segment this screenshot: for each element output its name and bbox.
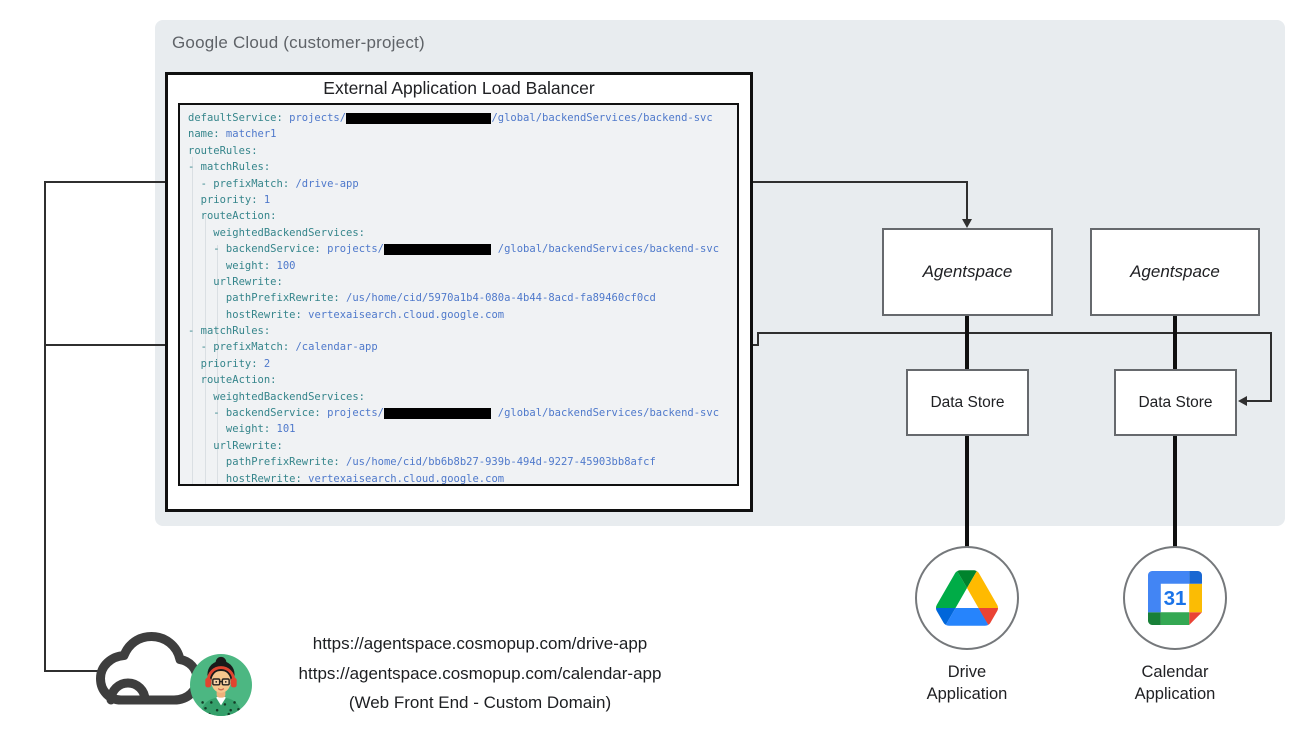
agentspace-right-label: Agentspace (1130, 262, 1220, 281)
load-balancer-title: External Application Load Balancer (323, 78, 595, 98)
indent-guide (217, 245, 219, 484)
connector-calendar-rule-horizontal-2 (757, 332, 1272, 334)
connector-client-to-drive-rule (44, 181, 182, 183)
cloud-icon (96, 632, 202, 705)
connector-calendar-rule-step (757, 332, 759, 346)
data-store-left-label: Data Store (930, 393, 1005, 411)
lb-yaml-config-code: defaultService: projects//global/backend… (178, 103, 739, 486)
calendar-app-circle: 31 (1123, 546, 1227, 650)
lb-yaml-code-lines: defaultService: projects//global/backend… (188, 112, 720, 485)
agentspace-left-label: Agentspace (922, 262, 1013, 281)
client-url-calendar: https://agentspace.cosmopup.com/calendar… (298, 663, 662, 683)
drive-app-label: Drive Application (926, 663, 1008, 703)
connector-client-vertical (44, 182, 46, 672)
indent-guide (204, 215, 206, 484)
calendar-day-number: 31 (1164, 587, 1187, 610)
google-cloud-label: Google Cloud (customer-project) (172, 33, 425, 52)
connector-calendar-rule-into-datastore (1247, 400, 1272, 402)
connector-datastore-left-drive-app (965, 436, 969, 547)
arrowhead-into-agentspace-left (961, 219, 972, 228)
user-avatar (190, 654, 252, 716)
connector-agentspace-right-datastore-right (1173, 316, 1177, 370)
client-url-drive: https://agentspace.cosmopup.com/drive-ap… (312, 634, 648, 653)
data-store-right-label: Data Store (1138, 393, 1213, 411)
data-store-box-right: Data Store (1114, 369, 1237, 436)
client-caption: (Web Front End - Custom Domain) (348, 693, 612, 712)
drive-app-circle (915, 546, 1019, 650)
connector-drive-rule-vertical (966, 181, 968, 221)
data-store-box-left: Data Store (906, 369, 1029, 436)
connector-client-to-cloud (44, 670, 110, 672)
connector-datastore-right-calendar-app (1173, 436, 1177, 547)
indent-guide (192, 157, 193, 484)
calendar-app-label: Calendar Application (1134, 663, 1216, 703)
agentspace-box-right: Agentspace (1090, 228, 1260, 316)
google-calendar-icon: 31 (1148, 571, 1202, 625)
arrowhead-into-datastore-right (1238, 395, 1247, 406)
google-drive-icon (936, 570, 998, 626)
client-url-block: https://agentspace.cosmopup.com/drive-ap… (268, 629, 692, 718)
connector-calendar-rule-vertical (1270, 332, 1272, 402)
agentspace-box-left: Agentspace (882, 228, 1053, 316)
connector-agentspace-left-datastore-left (965, 316, 969, 370)
connector-client-to-calendar-rule (44, 344, 182, 346)
